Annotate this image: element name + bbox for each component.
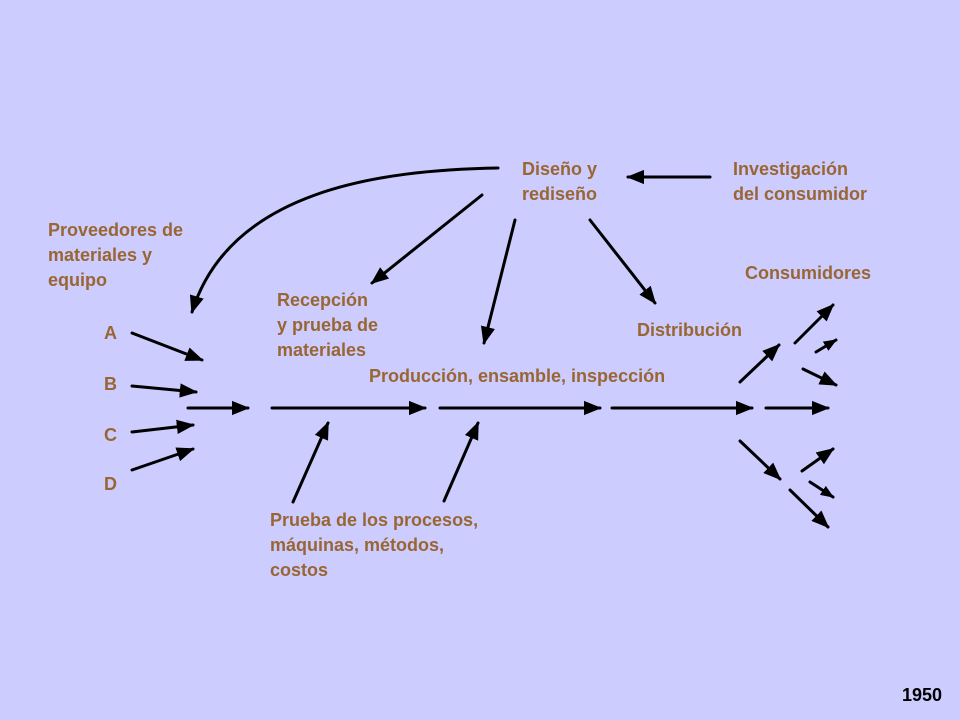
- year-label: 1950: [901, 685, 942, 705]
- production-label: Producción, ensamble, inspección: [369, 366, 666, 386]
- arrow-consumer-down-3: [788, 488, 830, 529]
- supplier-a-label: A: [104, 323, 117, 343]
- consumer-research-label: Investigación del consumidor: [733, 159, 868, 204]
- process-testing-label: Prueba de los procesos, máquinas, método…: [270, 510, 479, 580]
- arrow-design-to-suppliers: [189, 166, 500, 314]
- arrow-testing-2: [442, 421, 480, 503]
- reception-label: Recepción y prueba de materiales: [277, 290, 379, 360]
- arrow-consumer-down-2: [808, 480, 835, 499]
- arrow-design-to-reception: [370, 193, 484, 285]
- arrow-supplier-d: [130, 447, 195, 472]
- arrow-testing-1: [291, 421, 330, 504]
- distribution-label: Distribución: [637, 320, 743, 340]
- arrow-supplier-b: [130, 383, 198, 398]
- supplier-d-label: D: [104, 474, 117, 494]
- arrow-consumer-up-3: [801, 367, 838, 387]
- suppliers-label: Proveedores de materiales y equipo: [48, 220, 184, 290]
- arrow-branch-down: [738, 439, 782, 481]
- arrow-design-to-production: [480, 218, 517, 345]
- supplier-b-label: B: [104, 374, 117, 394]
- design-label: Diseño y rediseño: [522, 159, 598, 204]
- arrow-supplier-a: [130, 331, 204, 362]
- arrow-consumer-up-2: [814, 338, 838, 354]
- consumers-label: Consumidores: [745, 263, 872, 283]
- supplier-c-label: C: [104, 425, 117, 445]
- arrow-consumer-up-1: [793, 303, 835, 345]
- arrow-branch-up: [738, 343, 781, 384]
- arrow-consumer-down-1: [800, 447, 835, 473]
- arrow-supplier-c: [130, 419, 195, 434]
- arrow-design-to-distribution: [588, 218, 657, 305]
